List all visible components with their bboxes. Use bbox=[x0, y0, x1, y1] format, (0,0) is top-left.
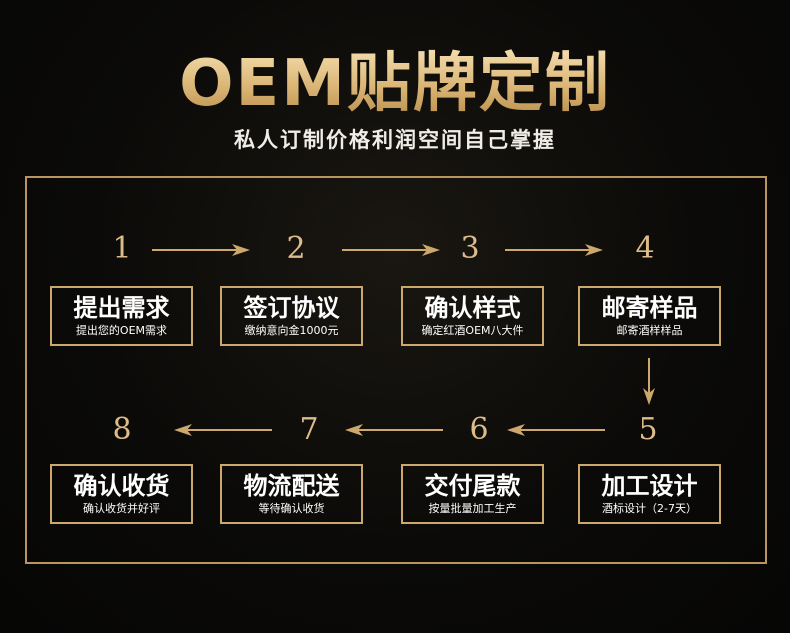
arrow-right-icon bbox=[342, 244, 440, 256]
step-desc: 确定红酒OEM八大件 bbox=[421, 324, 524, 337]
step-title: 确认收货 bbox=[73, 472, 170, 500]
process-frame bbox=[25, 176, 767, 564]
arrow-left-icon bbox=[507, 424, 605, 436]
step-title: 确认样式 bbox=[424, 294, 521, 322]
step-desc: 缴纳意向金1000元 bbox=[244, 324, 339, 337]
step-title: 提出需求 bbox=[73, 294, 170, 322]
step-number-4: 4 bbox=[635, 231, 655, 266]
step-title: 交付尾款 bbox=[424, 472, 521, 500]
arrow-right-icon bbox=[152, 244, 250, 256]
step-title: 加工设计 bbox=[601, 472, 698, 500]
step-desc: 邮寄酒样样品 bbox=[616, 324, 683, 337]
step-box-2: 签订协议 缴纳意向金1000元 bbox=[220, 286, 363, 346]
arrow-left-icon bbox=[174, 424, 272, 436]
step-desc: 等待确认收货 bbox=[258, 502, 325, 515]
step-title: 邮寄样品 bbox=[601, 294, 698, 322]
step-title: 签订协议 bbox=[243, 294, 340, 322]
step-number-8: 8 bbox=[112, 412, 132, 447]
page-title: OEM贴牌定制 bbox=[0, 46, 790, 122]
step-desc: 按量批量加工生产 bbox=[428, 502, 517, 515]
step-title: 物流配送 bbox=[243, 472, 340, 500]
step-box-1: 提出需求 提出您的OEM需求 bbox=[50, 286, 193, 346]
step-number-3: 3 bbox=[460, 231, 480, 266]
step-number-1: 1 bbox=[112, 231, 132, 266]
step-number-5: 5 bbox=[638, 412, 658, 447]
step-box-8: 确认收货 确认收货并好评 bbox=[50, 464, 193, 524]
arrow-left-icon bbox=[345, 424, 443, 436]
step-box-7: 物流配送 等待确认收货 bbox=[220, 464, 363, 524]
page-subtitle: 私人订制价格利润空间自己掌握 bbox=[234, 128, 556, 152]
step-desc: 酒标设计（2-7天） bbox=[602, 502, 697, 515]
step-box-6: 交付尾款 按量批量加工生产 bbox=[401, 464, 544, 524]
step-box-3: 确认样式 确定红酒OEM八大件 bbox=[401, 286, 544, 346]
arrow-down-icon bbox=[643, 358, 655, 405]
step-desc: 确认收货并好评 bbox=[83, 502, 160, 515]
arrow-right-icon bbox=[505, 244, 603, 256]
step-box-5: 加工设计 酒标设计（2-7天） bbox=[578, 464, 721, 524]
step-box-4: 邮寄样品 邮寄酒样样品 bbox=[578, 286, 721, 346]
step-desc: 提出您的OEM需求 bbox=[75, 324, 168, 337]
step-number-6: 6 bbox=[469, 412, 489, 447]
step-number-2: 2 bbox=[286, 231, 306, 266]
step-number-7: 7 bbox=[299, 412, 319, 447]
